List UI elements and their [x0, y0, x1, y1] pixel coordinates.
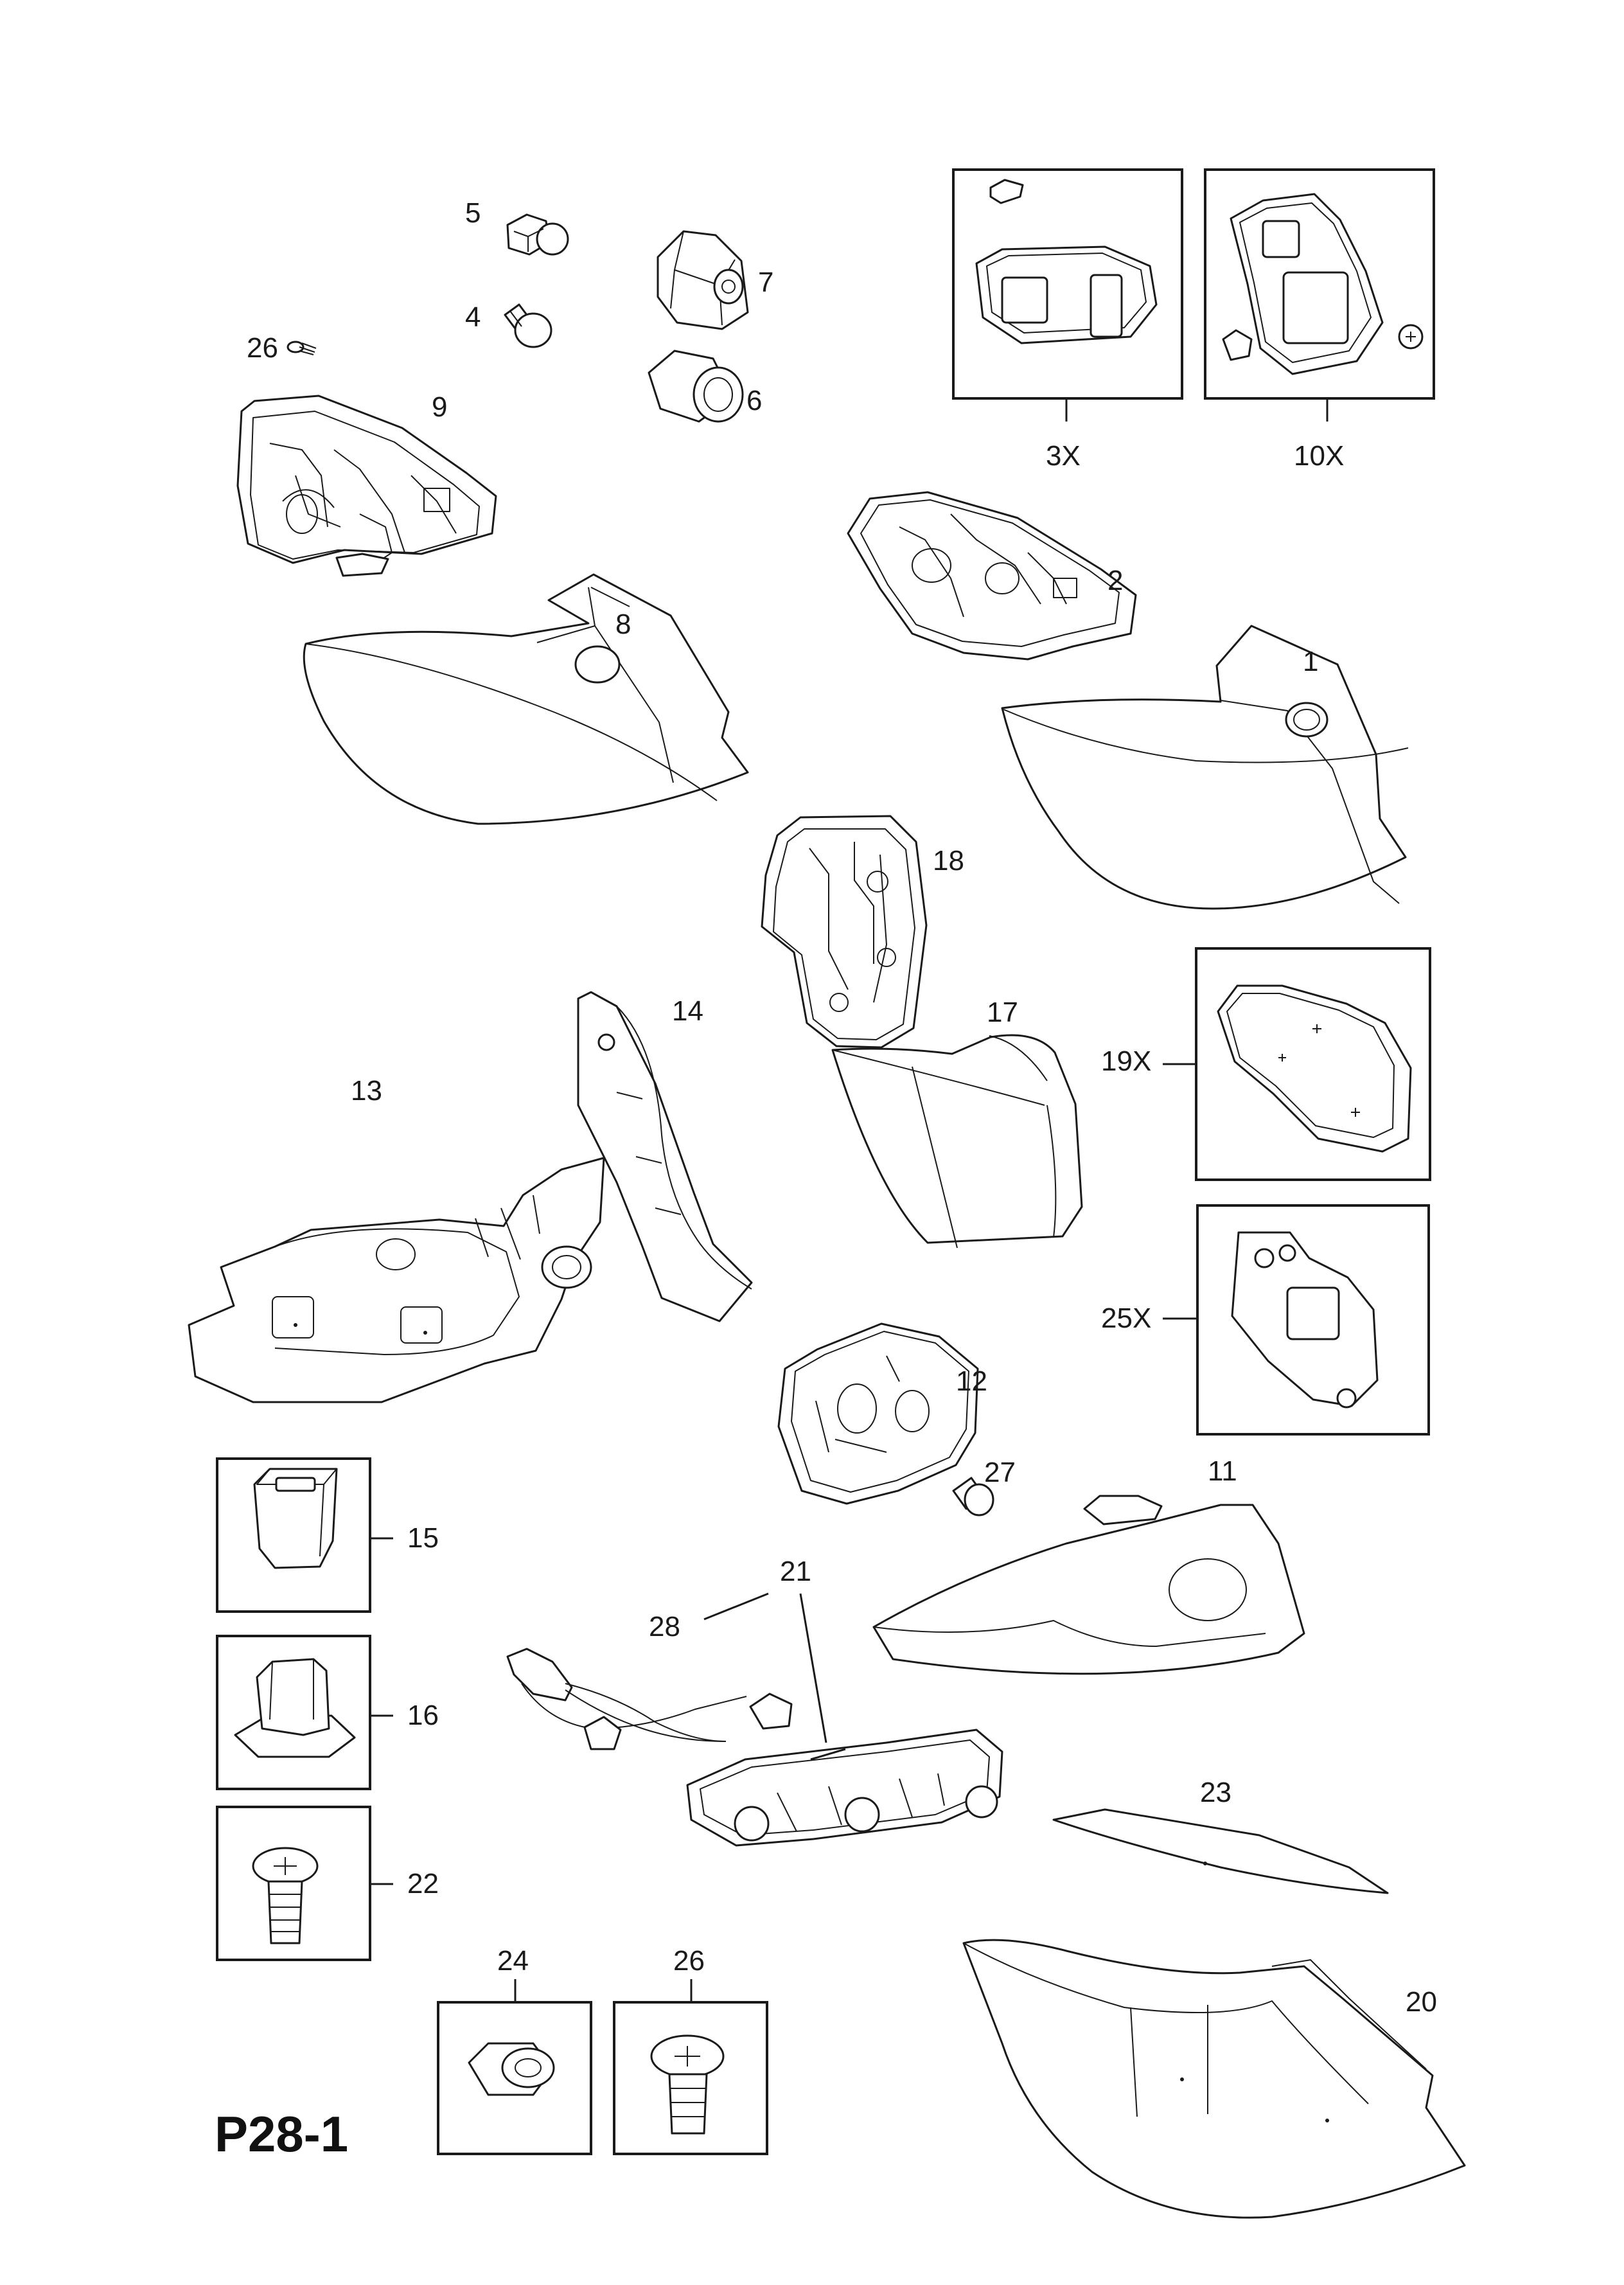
- part-23-gasket-strip: [1052, 1808, 1389, 1894]
- part-19x-gasket-box: [1195, 947, 1431, 1181]
- callout-24: 24: [497, 1945, 529, 1977]
- callout-12: 12: [956, 1365, 987, 1397]
- callout-18: 18: [933, 845, 964, 876]
- callout-6: 6: [746, 385, 762, 416]
- callout-28: 28: [649, 1611, 680, 1642]
- part-3x-gasket-box: [952, 168, 1183, 400]
- part-21-bulb-carrier: [686, 1729, 1003, 1847]
- callout-25x: 25X: [1101, 1303, 1151, 1334]
- part-2-bulb-carrier: [847, 491, 1137, 661]
- callout-1: 1: [1303, 646, 1318, 677]
- part-16-clip-box: [216, 1635, 371, 1790]
- callout-9: 9: [432, 391, 447, 423]
- part-22-screw-box: [216, 1806, 371, 1961]
- part-18-bulb-carrier: [761, 815, 928, 1049]
- part-6-grommet: [648, 350, 744, 423]
- callout-26-top: 26: [247, 332, 278, 364]
- callout-27: 27: [984, 1457, 1016, 1488]
- callout-2: 2: [1108, 565, 1123, 596]
- part-24-retainer-box: [437, 2001, 592, 2155]
- callout-15: 15: [407, 1522, 439, 1554]
- part-28-wiring-harness: [506, 1648, 793, 1750]
- callout-4: 4: [465, 301, 481, 333]
- callout-3x: 3X: [1046, 440, 1081, 472]
- part-8-tail-lamp: [303, 573, 749, 825]
- callout-20: 20: [1406, 1986, 1437, 2018]
- part-11-tail-lamp: [872, 1495, 1305, 1675]
- sheet-id: P28-1: [215, 2106, 348, 2162]
- part-26-screw-box: [613, 2001, 768, 2155]
- part-26-small-screw: [287, 341, 317, 355]
- callout-19x: 19X: [1101, 1045, 1151, 1077]
- part-25x-gasket-box: [1196, 1204, 1430, 1436]
- callout-13: 13: [351, 1075, 382, 1107]
- callout-17: 17: [987, 997, 1018, 1028]
- callout-16: 16: [407, 1700, 439, 1731]
- part-10x-gasket-box: [1204, 168, 1435, 400]
- callout-14: 14: [672, 995, 703, 1027]
- part-27-bulb: [952, 1477, 994, 1516]
- callout-8: 8: [615, 609, 631, 640]
- callout-5: 5: [465, 197, 481, 229]
- part-12-bulb-carrier: [777, 1322, 979, 1505]
- part-17-lamp-lens: [831, 1034, 1083, 1249]
- part-5-bulb-holder: [506, 213, 569, 256]
- part-20-tail-lamp: [962, 1939, 1466, 2219]
- callout-22: 22: [407, 1868, 439, 1899]
- part-15-clip-box: [216, 1457, 371, 1613]
- part-1-tail-lamp: [1001, 625, 1409, 910]
- part-7-socket-block: [657, 230, 749, 330]
- callout-7: 7: [758, 267, 773, 298]
- callout-21: 21: [780, 1556, 811, 1587]
- part-13-housing: [188, 1157, 605, 1403]
- callout-26-bottom: 26: [673, 1945, 705, 1977]
- callout-10x: 10X: [1294, 440, 1344, 472]
- callout-11: 11: [1208, 1455, 1237, 1487]
- part-4-bulb: [504, 303, 552, 348]
- callout-23: 23: [1200, 1777, 1231, 1808]
- part-14-bracket: [577, 991, 753, 1322]
- part-9-bulb-carrier: [236, 395, 497, 577]
